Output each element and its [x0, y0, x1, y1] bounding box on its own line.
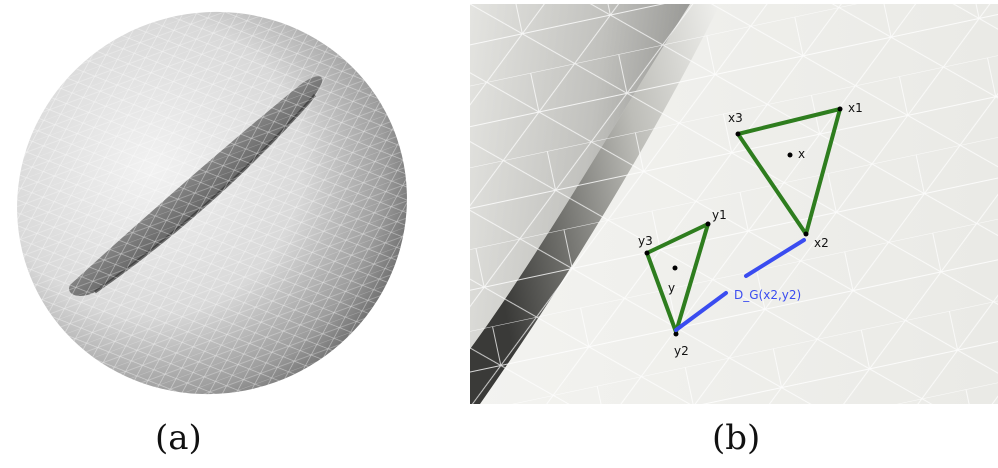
caption-a: (a) [155, 418, 202, 458]
vertex-x3 [735, 131, 741, 137]
triangle-y [644, 221, 711, 337]
distance-segment-lower [674, 291, 728, 332]
label-y: y [668, 281, 675, 295]
caption-b: (b) [712, 418, 761, 458]
zoomed-mesh-image: x1 x3 x x2 y1 y3 y y2 D_G(x2,y2) [470, 4, 998, 404]
label-x: x [798, 147, 805, 161]
label-distance: D_G(x2,y2) [734, 288, 801, 302]
label-y2: y2 [674, 344, 689, 358]
cell-mesh-panel [0, 0, 430, 420]
cell-mesh-image [0, 0, 430, 420]
triangle-x [735, 106, 843, 237]
vertex-x1 [837, 106, 843, 112]
label-x1: x1 [848, 101, 863, 115]
vertex-y2 [673, 331, 679, 337]
vertex-y3 [644, 250, 650, 256]
label-y3: y3 [638, 234, 653, 248]
point-y [672, 265, 678, 271]
vertex-y1 [705, 221, 711, 227]
distance-segment-upper [744, 238, 806, 278]
zoomed-mesh-panel: x1 x3 x x2 y1 y3 y y2 D_G(x2,y2) [470, 4, 998, 404]
point-x [787, 152, 793, 158]
label-x2: x2 [814, 236, 829, 250]
label-x3: x3 [728, 111, 743, 125]
label-y1: y1 [712, 208, 727, 222]
vertex-x2 [803, 231, 809, 237]
